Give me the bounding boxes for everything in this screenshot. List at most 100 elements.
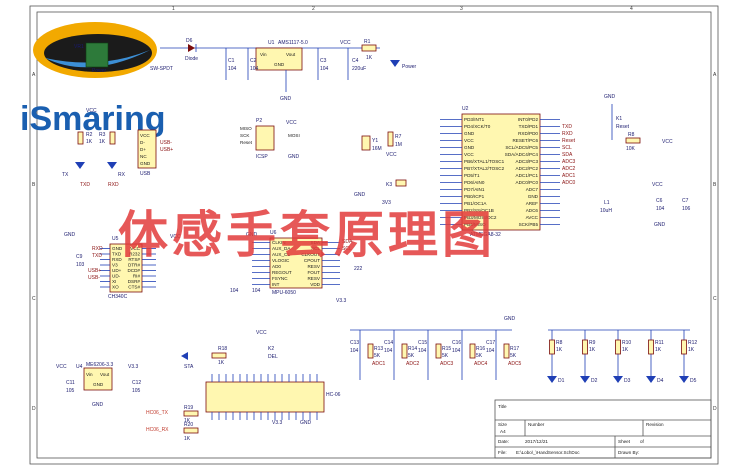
mpu-right-pin: CPOUT: [304, 258, 320, 263]
ldo-ref: U4: [76, 364, 83, 370]
led-resistor-body: [549, 339, 555, 355]
flex-adc-net: ADC5: [508, 361, 522, 367]
mcu-left-pins: PD3/INT1PD4/XCK/T0GNDVCCGNDVCCPB6/XTAL1/…: [440, 117, 505, 227]
mcu-ref: U2: [462, 106, 469, 112]
sheet-label: Sheet: [618, 439, 631, 444]
flex-cap-value: 104: [452, 348, 461, 354]
r7-body: [387, 131, 394, 147]
led-ref: D2: [591, 378, 598, 384]
mpu-left-pin: REGOUT: [272, 270, 292, 275]
r18-ref: R18: [218, 346, 227, 352]
flex-res-value: 5K: [408, 353, 415, 359]
status-led-icon: [646, 376, 656, 383]
ch340-left-pin: RXD: [112, 257, 122, 262]
mcu-right-pin: ADC1/PC1: [516, 173, 539, 178]
mcu-net-label: SDA: [562, 152, 573, 158]
crystal-y1-icon: [361, 135, 371, 151]
grid-row-a: A: [32, 72, 36, 78]
vcc-usb: VCC: [86, 108, 97, 114]
c9-ref: C9: [76, 254, 83, 260]
icsp-gnd: GND: [288, 154, 300, 160]
flex-res-ref: R17: [510, 346, 519, 352]
mcu-right-pin: TXD/PD1: [519, 124, 539, 129]
grid-row-d-right: D: [713, 406, 717, 412]
ch340-left-pin: GND: [112, 246, 123, 251]
led-res-value: 1K: [589, 347, 596, 353]
mpu-part: MPU-6050: [272, 290, 296, 296]
tx-label: TX: [62, 172, 69, 178]
flex-res-ref: R16: [476, 346, 485, 352]
flex-resistor-body: [367, 343, 374, 359]
grid-row-c: C: [32, 296, 36, 302]
mpu-left-pin: AUX_CL: [272, 252, 290, 257]
crystal-section: Y1 16M R7 1M VCC: [361, 131, 402, 158]
reset-section: GND K1 Reset R8 10K VCC: [604, 94, 673, 152]
hc06-pins: [211, 374, 318, 420]
power-led-label: Power: [402, 64, 417, 70]
mcu-u2-body: [461, 113, 541, 231]
ch340-right-pin: RI#: [133, 274, 141, 279]
mcu-right-pin: ADC6: [526, 208, 539, 213]
ch340-right-pin: RTS#: [128, 257, 140, 262]
c1-ref: C1: [228, 58, 235, 64]
mpu-left-pin: CLKIN: [272, 240, 286, 245]
c4-ref: C4: [352, 58, 359, 64]
k2-ref: K2: [268, 346, 274, 352]
led-resistor-body: [648, 339, 654, 355]
mcu-right-pin: RESET/PC6: [512, 138, 538, 143]
mcu-left-pin: PD5/T1: [464, 173, 480, 178]
regulator-ref: U1: [268, 40, 275, 46]
c1-value: 104: [228, 66, 237, 72]
flex-resistor-body: [469, 343, 476, 359]
size-value: A4: [500, 429, 506, 434]
usb-label: USB: [140, 171, 151, 177]
revision-label: Revision: [646, 422, 664, 427]
r1-body: [361, 44, 377, 52]
ch340-left-pin: XI: [112, 279, 116, 284]
flex-cap-value: 104: [350, 348, 359, 354]
flex-res-ref: R13: [374, 346, 383, 352]
icsp-ref: P2: [256, 118, 262, 124]
flex-adc-net: ADC2: [406, 361, 420, 367]
file-label: File:: [498, 450, 507, 455]
ldo-section: U4 ME6206-3.3 Vin Vout GND VCC V3.3 C11 …: [56, 362, 141, 408]
mcu-left-pin: PD4/XCK/T0: [464, 124, 491, 129]
hc06-v33: V3.3: [272, 420, 283, 426]
ch340-right-pin: DTR#: [128, 263, 140, 268]
sheet-inner-frame: [36, 11, 712, 459]
k3-switch-body: [395, 179, 407, 187]
mcu-left-pin: PD7/AIN1: [464, 187, 485, 192]
power-led-icon: [390, 60, 400, 67]
ch340-left-pin: UD+: [112, 268, 122, 273]
r2-body: [77, 131, 84, 145]
r19-body: [183, 410, 199, 417]
mcu-right-pin: SDA/ADC4/PC4: [505, 152, 539, 157]
usb-plus-net: USB+: [160, 147, 173, 153]
diode-d6-icon: [188, 44, 195, 52]
mpu-v33: V3.3: [336, 298, 347, 304]
ch340-right-pin: R232: [129, 252, 140, 257]
icsp-pin-reset: Reset: [240, 140, 253, 145]
mpu-cap-3: 222: [354, 266, 363, 272]
mpu-right-pin: RESV: [307, 276, 320, 281]
flex-resistor-body: [401, 343, 408, 359]
flex-adc-net: ADC3: [440, 361, 454, 367]
l1-ref: L1: [604, 200, 610, 206]
k3-ref: K3: [386, 182, 392, 188]
mcu-right-pin: RXD/PD0: [518, 131, 538, 136]
mpu-right-pin: SCL: [311, 246, 320, 251]
mpu-right-pin: RESV: [307, 264, 320, 269]
c3-value: 104: [320, 66, 329, 72]
ch340-part: CH340C: [108, 294, 128, 300]
grid-col-3: 3: [460, 6, 463, 12]
led-res-value: 1K: [622, 347, 629, 353]
ch340-right-pin: VCC: [130, 246, 140, 251]
c7-value: 106: [682, 206, 691, 212]
usb-minus-net: USB-: [160, 140, 172, 146]
c12-ref: C12: [132, 380, 141, 386]
ch340-rxd-net: RXD: [92, 246, 103, 252]
flex-res-value: 5K: [510, 353, 517, 359]
